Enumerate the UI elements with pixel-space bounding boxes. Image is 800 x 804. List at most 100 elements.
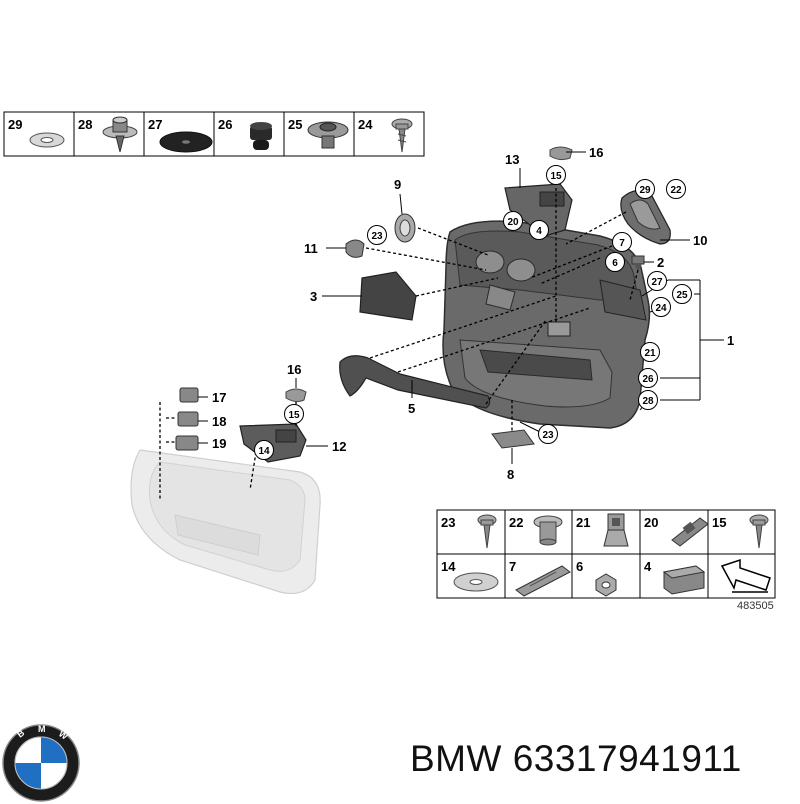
circled-callout-23-lower: 23 <box>538 424 558 444</box>
top-table-num: 29 <box>8 117 22 132</box>
callout-1: 1 <box>727 333 734 348</box>
svg-text:7: 7 <box>619 238 625 249</box>
circled-callout-6: 6 <box>605 252 625 272</box>
part-9-ring <box>394 213 416 243</box>
top-table-num: 27 <box>148 117 162 132</box>
circled-callout-24: 24 <box>651 297 671 317</box>
svg-text:B: B <box>15 727 27 739</box>
svg-text:4: 4 <box>536 226 542 237</box>
callout-3: 3 <box>310 289 317 304</box>
screw-icon <box>477 514 497 549</box>
callout-9: 9 <box>394 177 401 192</box>
ghost-inner-panel <box>130 449 321 595</box>
callout-18: 18 <box>212 414 226 429</box>
svg-text:M: M <box>38 724 46 734</box>
circled-callout-15-lower: 15 <box>284 404 304 424</box>
svg-text:22: 22 <box>670 185 682 196</box>
circled-callout-23: 23 <box>367 225 387 245</box>
washer-icon <box>453 572 499 592</box>
assembly-lines <box>159 188 639 500</box>
svg-text:25: 25 <box>676 290 688 301</box>
circled-callout-27: 27 <box>647 271 667 291</box>
circled-callout-4: 4 <box>529 220 549 240</box>
clip-nut-icon <box>533 515 563 546</box>
callout-17: 17 <box>212 390 226 405</box>
switch-18 <box>177 411 199 427</box>
bottom-table-num: 7 <box>509 559 516 574</box>
top-table-num: 24 <box>358 117 373 132</box>
bottom-table-num: 22 <box>509 515 523 530</box>
switch-19 <box>175 435 199 451</box>
callout-8: 8 <box>507 467 514 482</box>
circled-callout-21: 21 <box>640 342 660 362</box>
part-16-clip <box>549 146 573 161</box>
part-8-pad <box>491 429 535 449</box>
svg-text:15: 15 <box>288 410 300 421</box>
bottom-table-num: 14 <box>441 559 456 574</box>
callout-13: 13 <box>505 152 519 167</box>
svg-text:29: 29 <box>639 185 651 196</box>
svg-text:21: 21 <box>644 348 656 359</box>
bottom-table-num: 23 <box>441 515 455 530</box>
expanding-clip-icon <box>102 116 138 153</box>
part-13-switch-panel <box>504 183 573 237</box>
door-trim-panel <box>442 220 651 429</box>
part-16-lower-clip <box>285 388 307 403</box>
callout-16-lower: 16 <box>287 362 301 377</box>
circled-callouts: 15 20 4 29 22 23 7 6 27 25 24 21 26 28 2… <box>254 165 692 460</box>
part-2-clip <box>631 255 645 272</box>
bottom-table-num: 6 <box>576 559 583 574</box>
circled-callout-14: 14 <box>254 440 274 460</box>
callout-19: 19 <box>212 436 226 451</box>
circled-callout-25: 25 <box>672 284 692 304</box>
switch-17 <box>179 387 199 403</box>
top-table-num: 25 <box>288 117 302 132</box>
washer-icon <box>159 131 213 153</box>
svg-text:26: 26 <box>642 374 654 385</box>
screw-icon <box>391 118 413 153</box>
svg-text:20: 20 <box>507 217 519 228</box>
bottom-table-num: 21 <box>576 515 590 530</box>
callout-numbers: 1 2 3 5 8 9 10 11 12 13 16 16 17 18 19 <box>212 145 734 482</box>
circled-callout-20: 20 <box>503 211 523 231</box>
top-table-num: 28 <box>78 117 92 132</box>
svg-text:6: 6 <box>612 258 618 269</box>
callout-12: 12 <box>332 439 346 454</box>
circled-callout-29: 29 <box>635 179 655 199</box>
svg-text:28: 28 <box>642 396 654 407</box>
spring-nut-icon <box>29 132 65 148</box>
svg-text:27: 27 <box>651 277 663 288</box>
bmw-logo-icon: B M W <box>2 724 80 802</box>
callout-2: 2 <box>657 255 664 270</box>
callout-11: 11 <box>304 241 318 256</box>
screw-icon <box>749 514 769 549</box>
bottom-parts-table: 23 22 21 20 15 14 7 6 4 <box>436 509 776 599</box>
arrow-icon <box>720 558 771 593</box>
diagram-reference: 483505 <box>737 600 774 612</box>
circled-callout-22: 22 <box>666 179 686 199</box>
bottom-table-num: 4 <box>644 559 652 574</box>
trim-clip-icon <box>603 513 629 547</box>
top-parts-table: 29 28 27 26 25 24 <box>3 111 425 157</box>
part-12-switch-panel <box>239 423 307 463</box>
foam-pad-icon <box>662 565 706 595</box>
bracket-icon <box>515 565 571 597</box>
circled-callout-7: 7 <box>612 232 632 252</box>
svg-text:15: 15 <box>550 171 562 182</box>
part-3-pad <box>359 271 417 321</box>
top-table-num: 26 <box>218 117 232 132</box>
bottom-table-num: 20 <box>644 515 658 530</box>
bottom-table-num: 15 <box>712 515 726 530</box>
rubber-plug-icon <box>250 122 272 150</box>
circled-callout-26: 26 <box>638 368 658 388</box>
hex-nut-icon <box>595 573 617 597</box>
brand-part-number: BMW 63317941911 <box>410 738 742 779</box>
svg-text:24: 24 <box>655 303 667 314</box>
svg-text:14: 14 <box>258 446 270 457</box>
part-5-armrest-strip <box>339 355 491 409</box>
push-clip-icon <box>307 121 349 149</box>
circled-callout-15: 15 <box>546 165 566 185</box>
callout-5: 5 <box>408 401 415 416</box>
retainer-clip-icon <box>671 517 709 547</box>
